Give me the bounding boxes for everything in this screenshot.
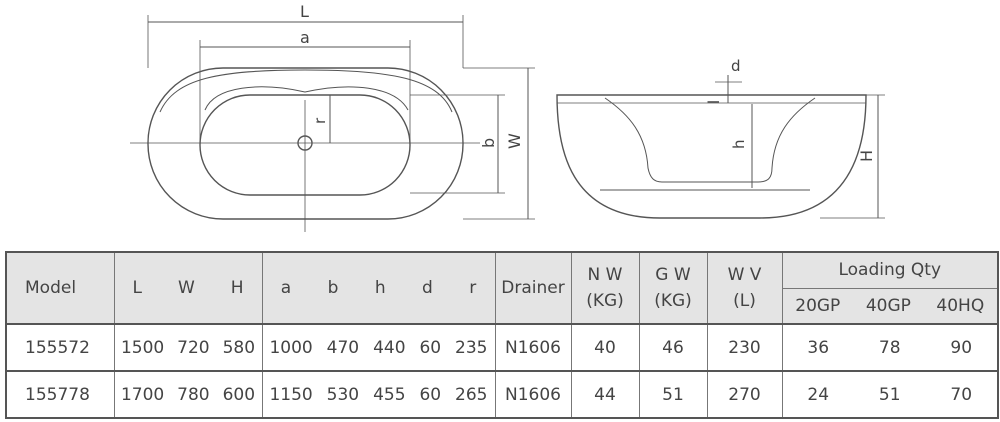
header-20gp: 20GP [795,295,841,316]
cell-drainer: N1606 [495,371,572,418]
header-inner: a b h d r [262,252,496,324]
cell-nw: 44 [571,371,640,418]
header-W: W [177,278,195,298]
cell-H: 580 [222,337,256,358]
header-model: Model [6,252,115,324]
header-40gp: 40GP [865,295,911,316]
label-a: a [300,28,310,47]
header-gw-unit: (KG) [654,291,692,311]
header-wv-unit: (L) [733,291,756,311]
header-d: d [422,278,433,298]
tub-rim-line [159,69,453,113]
header-dims: L W H [114,252,263,324]
label-H: H [857,150,876,162]
label-L: L [300,2,309,21]
tub-side-outline [556,94,867,219]
label-r: r [311,117,329,124]
spec-table: Model L W H a b h d r Drainer N W (KG) G… [5,251,999,419]
header-gw-label: G W [655,265,691,285]
header-h: h [374,278,386,298]
header-gw: G W (KG) [639,252,708,324]
cell-40hq: 70 [950,384,973,405]
cell-wv: 270 [707,371,783,418]
row-model: 155572 [6,324,115,371]
top-view [130,15,535,232]
row-dims: 1500 720 580 [114,324,263,371]
header-loading-title: Loading Qty [782,253,997,289]
cell-40gp: 78 [878,337,901,358]
row-loading: 24 51 70 [782,371,998,418]
cell-d: 60 [419,337,442,358]
cell-a: 1150 [269,384,313,405]
cell-d: 60 [419,384,442,405]
table-row: 155572 1500 720 580 1000 470 440 60 235 … [6,324,998,371]
cell-drainer: N1606 [495,324,572,371]
label-d: d [731,57,741,75]
label-h: h [730,139,748,149]
cell-40hq: 90 [950,337,973,358]
label-W: W [505,133,524,149]
cell-nw: 40 [571,324,640,371]
header-loading: Loading Qty 20GP 40GP 40HQ [782,252,998,324]
cell-H: 600 [222,384,256,405]
header-H: H [230,278,244,298]
header-wv: W V (L) [707,252,783,324]
header-nw-label: N W [587,265,623,285]
row-loading: 36 78 90 [782,324,998,371]
header-nw-unit: (KG) [586,291,624,311]
tub-outer-outline [147,67,464,220]
cell-gw: 46 [639,324,708,371]
cell-L: 1700 [120,384,165,405]
header-a: a [280,278,292,298]
header-r: r [469,278,477,298]
header-b: b [327,278,339,298]
row-model: 155778 [6,371,115,418]
header-drainer: Drainer [495,252,572,324]
cell-h: 440 [373,337,406,358]
row-inner: 1000 470 440 60 235 [262,324,496,371]
header-40hq: 40HQ [936,295,985,316]
tub-side-inner [604,97,816,183]
cell-gw: 51 [639,371,708,418]
side-view [556,75,885,219]
cell-W: 780 [177,384,210,405]
header-wv-label: W V [727,265,762,285]
header-L: L [132,278,142,298]
cell-L: 1500 [120,337,165,358]
technical-drawing: L a r b W d l h H [130,2,885,232]
cell-20gp: 24 [807,384,830,405]
cell-b: 530 [326,384,360,405]
cell-r: 265 [455,384,488,405]
tub-bowl-top [204,86,409,111]
cell-b: 470 [326,337,360,358]
cell-r: 235 [455,337,488,358]
cell-W: 720 [177,337,210,358]
cell-40gp: 51 [878,384,901,405]
row-inner: 1150 530 455 60 265 [262,371,496,418]
header-nw: N W (KG) [571,252,640,324]
row-dims: 1700 780 600 [114,371,263,418]
cell-wv: 230 [707,324,783,371]
cell-h: 455 [373,384,406,405]
table-row: 155778 1700 780 600 1150 530 455 60 265 … [6,371,998,418]
cell-20gp: 36 [807,337,830,358]
label-l: l [705,100,723,104]
label-b: b [479,138,498,148]
table-header-row: Model L W H a b h d r Drainer N W (KG) G… [6,252,998,324]
cell-a: 1000 [269,337,313,358]
